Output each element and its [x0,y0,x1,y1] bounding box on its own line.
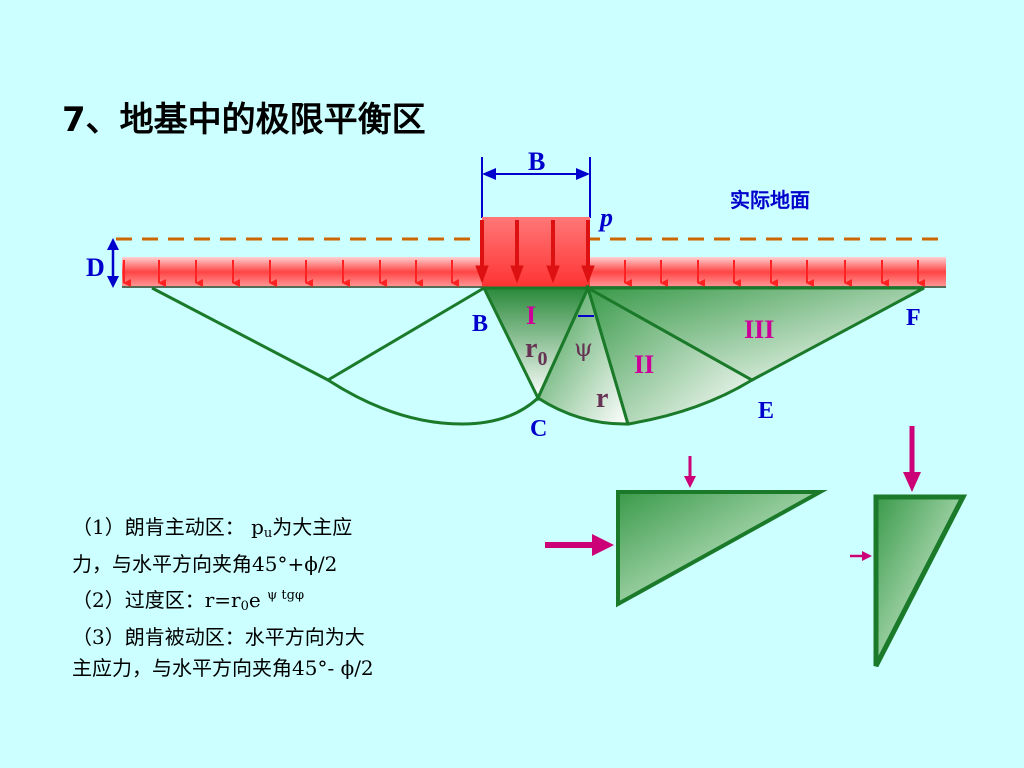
note-3-line-2: 主应力，与水平方向夹角45°- ϕ/2 [72,656,374,680]
width-label-B: B [528,147,545,176]
surcharge-arrows [123,260,925,287]
zone-II-outer [585,284,755,426]
width-dimension [481,157,591,218]
page-title: 7、地基中的极限平衡区 [62,100,426,140]
zone-II-fan [536,283,630,426]
passive-vertical-stress-arrow [903,426,921,492]
note-1-line-2: 力，与水平方向夹角45°+ϕ/2 [72,552,338,576]
point-label-B: B [472,311,488,337]
radius-label-r: r [596,383,608,414]
explanation-notes: （1）朗肯主动区： pu为大主应 力，与水平方向夹角45°+ϕ/2 （2）过度区… [72,512,502,684]
note-1-line-1: （1）朗肯主动区： pu为大主应 [72,515,353,541]
active-vertical-stress-arrow [684,456,696,488]
angle-label-psi: ψ [574,334,593,362]
point-label-E: E [758,398,774,424]
active-stress-triangle [616,490,828,608]
note-2: （2）过度区：r=r0e ψ tgφ [72,588,305,614]
zone-label-II: II [634,350,654,379]
passive-horizontal-stress-arrow [850,551,872,561]
active-horizontal-stress-arrow [545,534,614,556]
load-label-p: p [598,203,613,232]
passive-stress-triangle [873,494,968,668]
radius-label-r0: r0 [525,333,547,370]
point-label-F: F [906,305,921,331]
depth-label-D: D [86,253,105,282]
note-3-line-1: （3）朗肯被动区：水平方向为大 [72,625,365,649]
zone-label-I: I [526,301,536,330]
depth-dimension [107,238,119,288]
left-failure-outline [151,286,540,426]
zone-label-III: III [744,315,774,344]
ground-surface-label: 实际地面 [730,188,810,212]
zone-III-wedge [582,286,925,382]
point-label-C: C [530,416,547,442]
footing-block [482,217,590,287]
footing-load-arrows [475,220,595,284]
